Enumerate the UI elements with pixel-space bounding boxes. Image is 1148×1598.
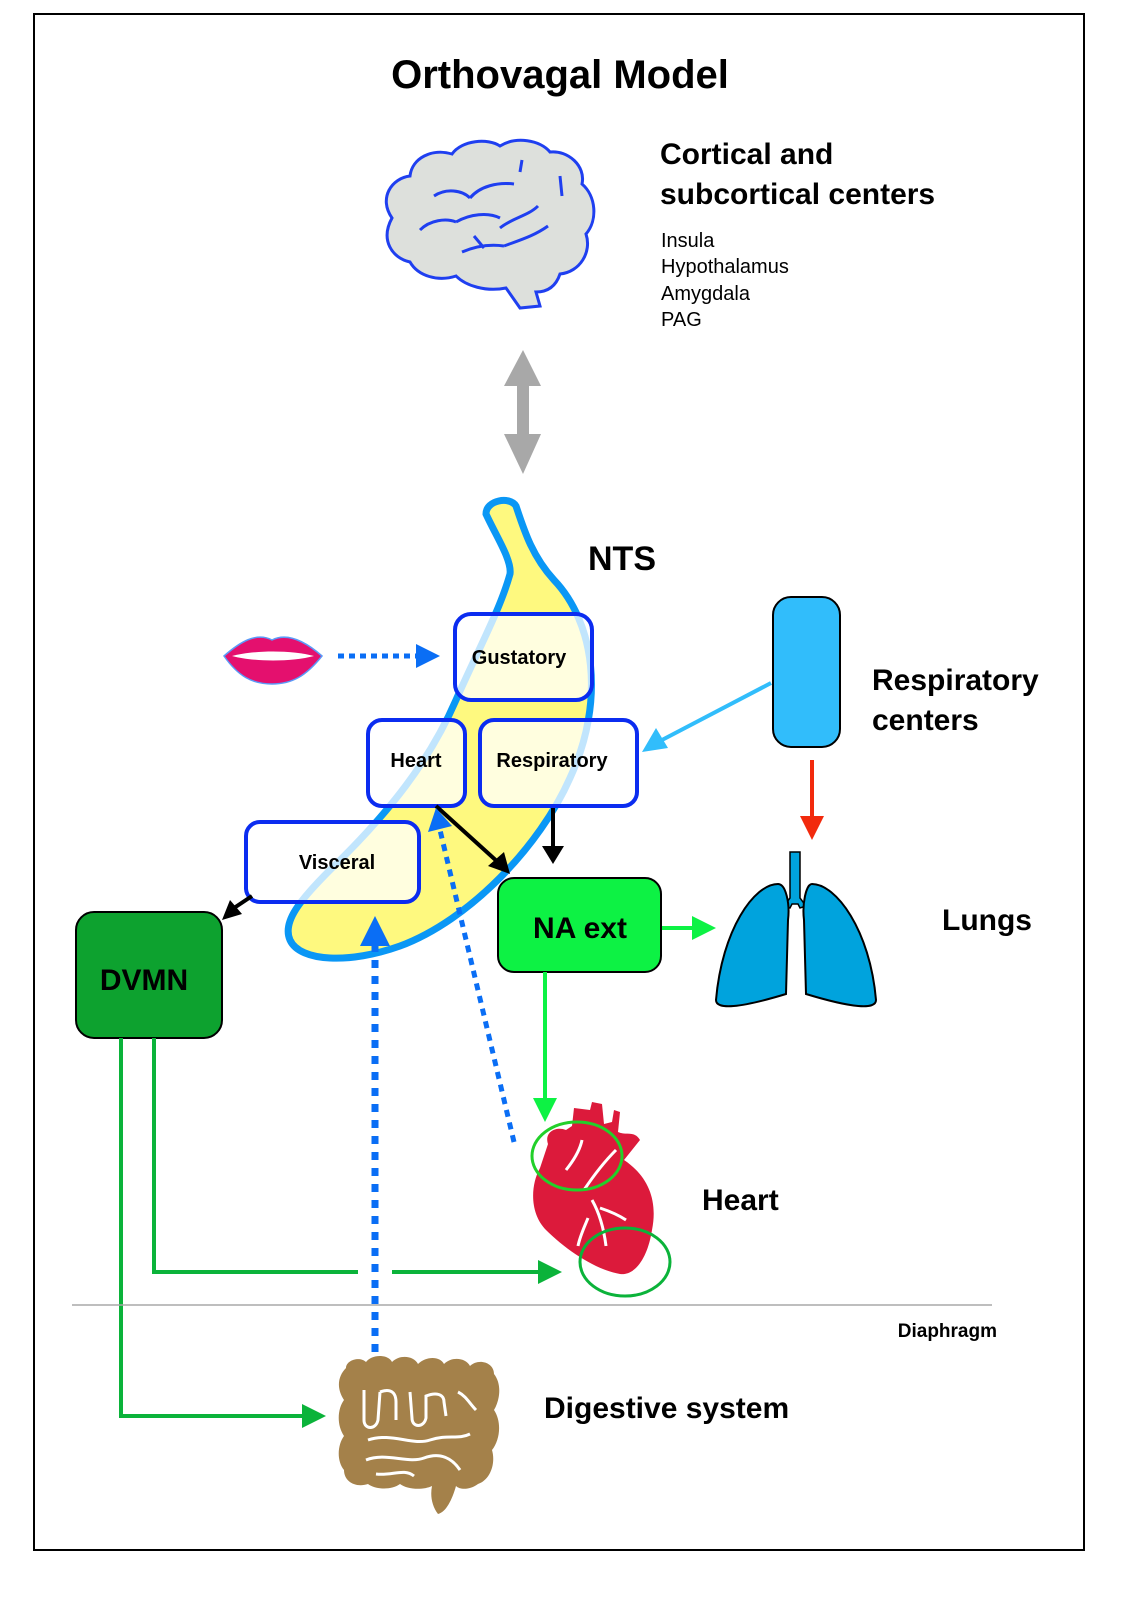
arrowhead	[642, 728, 668, 752]
heart-label: Heart	[702, 1184, 779, 1217]
arrowhead	[488, 852, 510, 874]
nts-label: NTS	[588, 540, 656, 578]
arrowhead	[360, 916, 390, 946]
digestive-label: Digestive system	[544, 1392, 789, 1425]
cortical-heading-line2: subcortical centers	[660, 178, 935, 211]
heart-to-na-arrow	[434, 804, 502, 866]
respiratory-centers-shape	[772, 596, 841, 748]
arrowhead	[800, 816, 824, 840]
arrowhead	[428, 808, 452, 832]
respiratory-nts-label: Respiratory	[496, 750, 608, 772]
lips-icon	[222, 636, 324, 685]
diagram-title: Orthovagal Model	[391, 53, 729, 97]
intestine-icon	[338, 1356, 500, 1514]
heart-nts-label: Heart	[390, 750, 441, 772]
cortical-heading-line1: Cortical and	[660, 138, 833, 171]
arrowhead	[692, 916, 716, 940]
arrowhead	[302, 1404, 326, 1428]
figure-frame	[33, 13, 1085, 1551]
arrowhead	[533, 1098, 557, 1122]
na-ext-box	[497, 877, 662, 973]
arrowhead	[222, 900, 242, 920]
gustatory-label: Gustatory	[472, 647, 567, 669]
dvmn-to-heart-path	[152, 1038, 358, 1274]
nts-box-visceral: Visceral	[244, 820, 421, 904]
diaphragm-label: Diaphragm	[898, 1321, 997, 1342]
visceral-label: Visceral	[299, 852, 375, 874]
dvmn-label: DVMN	[100, 964, 188, 997]
afferent-arrow-heart	[437, 829, 517, 1143]
brain-icon	[384, 138, 596, 310]
bidirectional-arrow	[504, 350, 541, 474]
cortical-item: Hypothalamus	[661, 256, 789, 278]
heart-innervation-circle-lower	[578, 1226, 672, 1298]
visceral-to-dvmn-arrow	[232, 894, 254, 910]
dvmn-box	[75, 911, 223, 1039]
arrowhead	[416, 644, 440, 668]
respiratory-centers-line2: centers	[872, 704, 979, 737]
heart-innervation-circle-upper	[530, 1120, 624, 1192]
cortical-item: Amygdala	[661, 283, 751, 305]
na-ext-label: NA ext	[533, 912, 627, 945]
nts-box-respiratory: Respiratory	[478, 718, 639, 808]
dvmn-to-gut-path	[119, 1038, 304, 1418]
lungs-label: Lungs	[942, 904, 1032, 937]
nts-box-heart: Heart	[366, 718, 467, 808]
respiratory-centers-line1: Respiratory	[872, 664, 1039, 697]
respiratory-input-arrow	[661, 681, 772, 742]
arrowhead	[538, 1260, 562, 1284]
cortical-item: Insula	[661, 230, 715, 252]
lungs-icon	[714, 851, 878, 1008]
cortical-item: PAG	[661, 309, 702, 331]
arrowhead	[542, 846, 564, 864]
nts-box-gustatory: Gustatory	[453, 612, 594, 702]
